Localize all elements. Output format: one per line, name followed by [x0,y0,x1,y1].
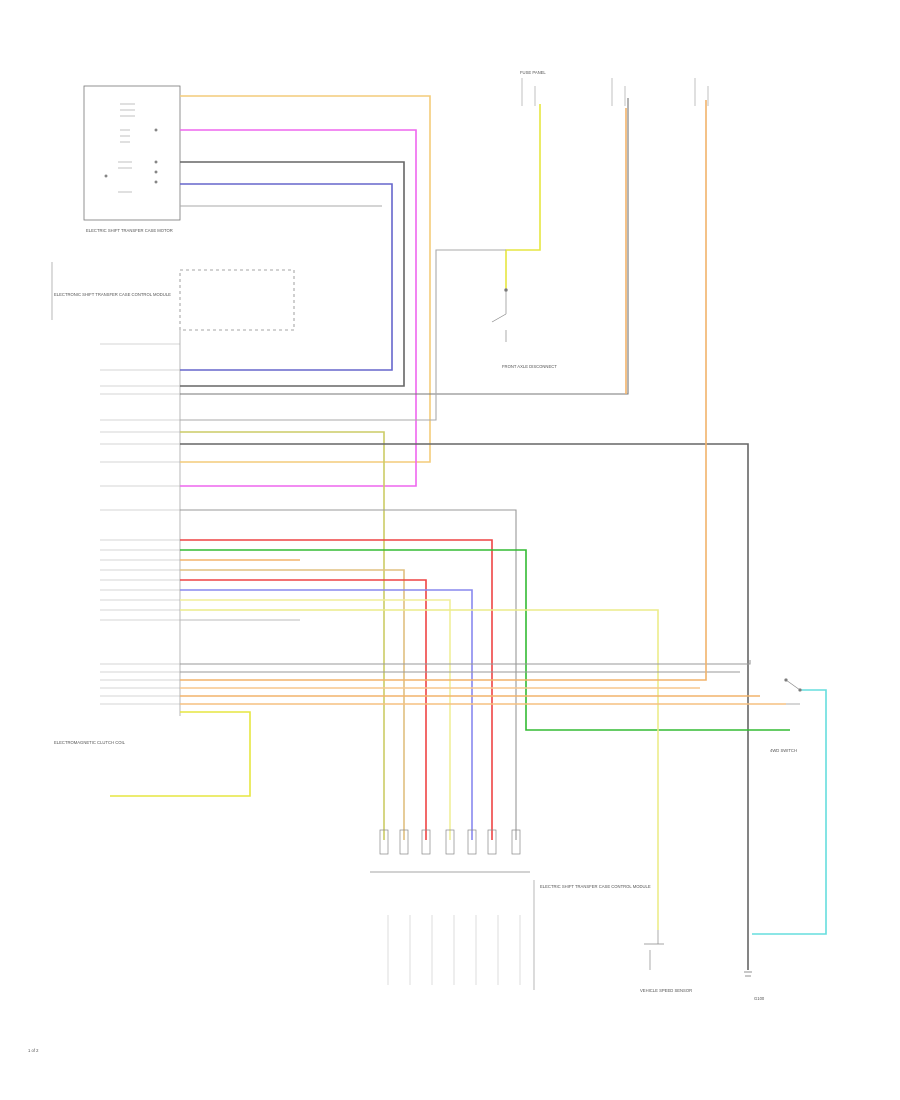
switch-label: 4WD SWITCH [770,748,797,753]
front-axle-switch [491,288,508,342]
ground-symbol [744,971,752,977]
bottom-pin-labels [387,915,521,985]
right-switch [784,678,802,705]
wire-light-yellow-2 [180,609,659,930]
wire-gray-1 [180,161,405,387]
wire-tan-v [180,431,385,840]
wire-gray-4wd [180,249,506,421]
shift-motor-box [83,85,181,221]
wire-red-1 [180,539,493,840]
bottom-connector [370,829,530,873]
clutch-coil-label: ELECTROMAGNETIC CLUTCH COIL [54,740,126,745]
shift-motor-internals [104,103,158,193]
wire-red-2 [180,579,427,840]
wire-gray-5 [180,509,517,840]
front-axle-label: FRONT AXLE DISCONNECT [502,364,557,369]
wire-pink [180,129,417,487]
wire-light-blue [180,589,473,840]
module-label-2: ELECTRIC SHIFT TRANSFER CASE CONTROL MOD… [540,884,651,889]
shift-motor-label: ELECTRIC SHIFT TRANSFER CASE MOTOR [86,228,173,233]
wire-dark-blue [180,183,393,371]
wire-gray-v [180,443,749,970]
page-label: 1 of 2 [28,1048,39,1053]
wire-cyan [752,689,827,935]
wire-gray-3 [180,98,629,395]
wire-yellow-left [110,711,251,797]
top-connectors [521,78,709,106]
wire-yellow-top [505,104,541,290]
module-label: ELECTRONIC SHIFT TRANSFER CASE CONTROL M… [54,292,171,297]
fuse-label: FUSE PANEL [520,70,546,75]
wire-tan [180,95,431,463]
ground-label: G100 [754,996,765,1001]
speed-sensor [644,930,664,970]
wire-tan-2 [180,569,405,840]
speed-sensor-label: VEHICLE SPEED SENSOR [640,988,692,993]
wire-light-yellow-1 [180,599,451,840]
wire-gray-7 [180,660,751,665]
wire-green [180,549,790,731]
module-pin-rows [100,343,180,705]
module-inner-box [179,269,295,331]
wire-orange-2 [180,100,707,681]
